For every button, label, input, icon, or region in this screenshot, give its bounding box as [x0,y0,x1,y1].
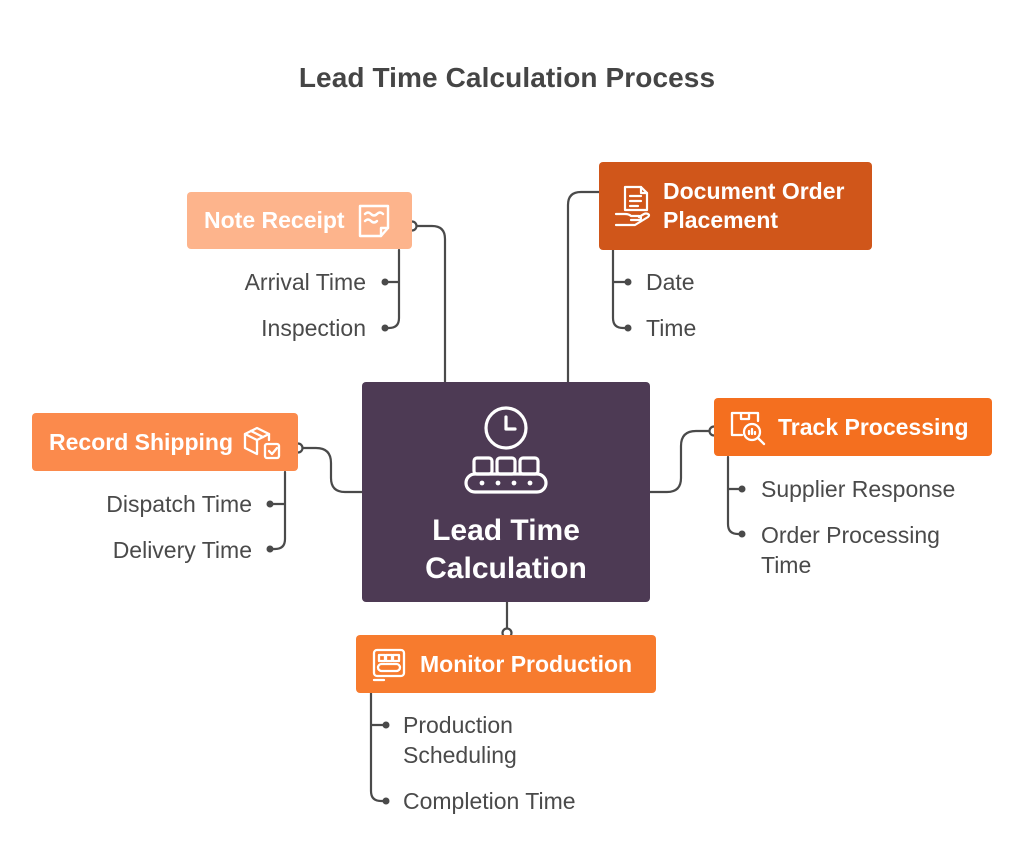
shipping-box-icon [243,426,281,460]
track-processing-item-order-processing-time: Time [761,552,812,578]
node-record-shipping: Record Shipping [32,413,298,471]
center-node-lead-time: Lead Time Calculation [362,382,650,602]
note-receipt-item-arrival-time: Arrival Time [244,269,366,295]
node-note-receipt-label: Note Receipt [204,207,345,233]
bracket-track-processing [726,455,744,536]
diagram-title: Lead Time Calculation Process [298,62,716,93]
bracket-note-receipt [383,248,401,330]
bullet-dot [738,485,746,493]
bullet-dot [738,530,746,538]
bullet-dot [266,500,274,508]
record-shipping-item-dispatch-time: Dispatch Time [106,491,252,517]
bullet-dot [266,545,274,553]
document-order-item-time: Time [646,315,697,341]
note-receipt-item-inspection: Inspection [261,315,366,341]
connector-record-shipping [296,446,364,494]
track-processing-item-supplier-response: Supplier Response [761,476,956,502]
magnifier-box-icon [730,411,766,446]
bullet-dot [624,324,632,332]
conveyor-belt-icon [464,456,548,494]
bullet-dot [382,797,390,805]
node-monitor-production: Monitor Production [356,635,656,693]
node-track-processing-label: Track Processing [778,413,969,440]
node-document-order-label-line2: Placement [663,207,779,233]
node-track-processing: Track Processing [714,398,992,456]
bullet-dot [381,324,389,332]
monitor-production-item-production: Production [403,712,513,738]
receipt-icon [358,204,389,237]
bracket-document-order [611,248,630,330]
center-label-line1: Lead Time [432,514,580,547]
connector-track-processing [648,429,716,494]
clock-icon [484,406,528,450]
monitor-production-item-completion-time: Completion Time [403,788,576,814]
bracket-monitor-production [369,691,388,803]
node-document-order-placement: Document Order Placement [599,162,872,250]
connector-note-receipt [410,224,447,384]
center-label-line2: Calculation [425,552,587,585]
record-shipping-item-delivery-time: Delivery Time [112,537,252,563]
track-processing-item-order-processing: Order Processing [761,522,940,548]
document-hand-icon [614,185,651,227]
bullet-dot [624,278,632,286]
node-monitor-production-label: Monitor Production [420,650,633,677]
node-record-shipping-label: Record Shipping [49,428,233,455]
bracket-record-shipping [268,470,287,551]
production-line-icon [372,648,406,682]
connector-document-order [566,190,601,384]
bullet-dot [381,278,389,286]
node-note-receipt: Note Receipt [187,192,412,249]
bullet-dot [382,721,390,729]
monitor-production-item-scheduling: Scheduling [403,742,517,768]
node-document-order-label-line1: Document Order [663,178,845,204]
document-order-item-date: Date [646,269,695,295]
